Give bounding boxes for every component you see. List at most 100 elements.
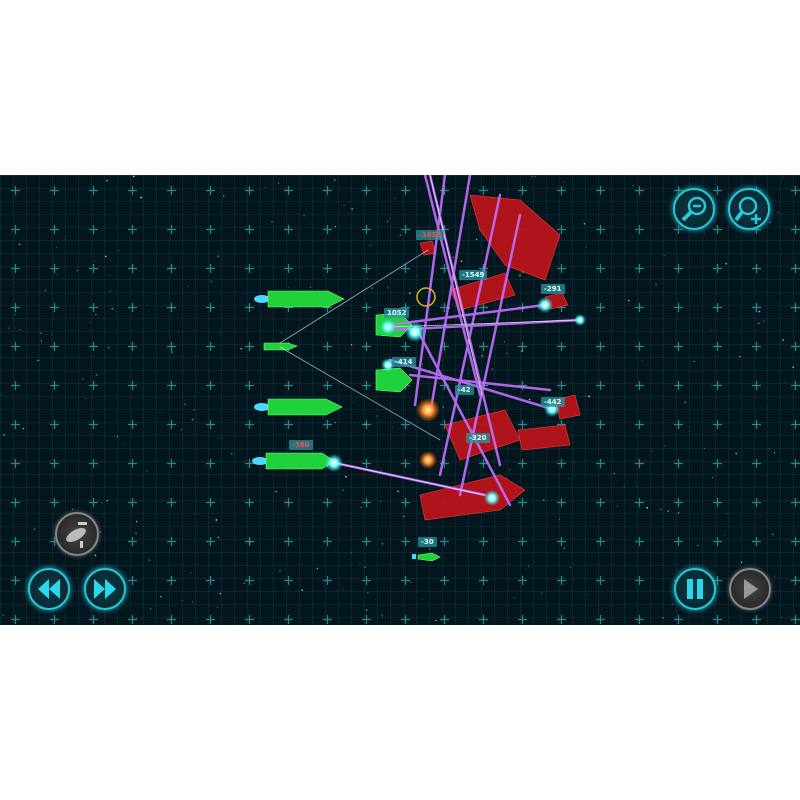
star xyxy=(409,581,412,584)
star xyxy=(220,438,222,439)
play-button[interactable] xyxy=(729,568,771,610)
star xyxy=(94,554,97,557)
star xyxy=(403,515,405,518)
star xyxy=(437,323,438,325)
star xyxy=(758,310,761,313)
star xyxy=(76,269,79,272)
player-fleet xyxy=(252,290,441,562)
star xyxy=(351,208,354,210)
star xyxy=(387,287,389,289)
star xyxy=(769,221,771,223)
star xyxy=(343,204,345,206)
star xyxy=(81,378,84,380)
star xyxy=(397,490,399,493)
star xyxy=(381,614,384,617)
player-scout xyxy=(412,552,441,562)
star xyxy=(641,360,643,361)
star xyxy=(563,181,564,182)
star xyxy=(468,471,470,473)
star xyxy=(198,391,199,393)
star xyxy=(704,448,706,449)
play-icon xyxy=(744,579,758,599)
star xyxy=(739,355,741,358)
star xyxy=(171,351,173,353)
star xyxy=(422,364,423,366)
star xyxy=(784,382,786,384)
zoom-in-button[interactable] xyxy=(728,188,770,230)
star xyxy=(132,175,135,178)
star xyxy=(106,179,108,182)
star xyxy=(316,567,319,570)
star xyxy=(503,341,505,343)
battle-viewport[interactable]: -1050 -1549 -291 1052 -414 -42 -442 -320… xyxy=(0,175,800,625)
fleet-select-button[interactable] xyxy=(55,512,99,556)
star xyxy=(650,450,653,453)
star xyxy=(422,599,423,600)
star xyxy=(354,421,355,423)
star xyxy=(481,355,484,357)
star xyxy=(534,175,536,177)
star xyxy=(94,260,96,261)
star xyxy=(364,566,366,569)
star xyxy=(573,462,575,464)
star xyxy=(123,443,125,445)
star xyxy=(135,532,137,534)
star xyxy=(202,388,204,389)
laser-beams xyxy=(279,175,586,507)
star xyxy=(301,589,303,591)
star xyxy=(134,191,136,193)
star xyxy=(150,608,152,610)
star xyxy=(275,491,277,493)
star xyxy=(444,429,446,431)
star xyxy=(109,290,111,292)
zoom-out-button[interactable] xyxy=(673,188,715,230)
star xyxy=(394,197,396,199)
star xyxy=(416,275,418,276)
star xyxy=(345,475,347,478)
star xyxy=(655,283,657,286)
fast-forward-button[interactable] xyxy=(84,568,126,610)
pause-button[interactable] xyxy=(674,568,716,610)
star xyxy=(725,262,728,265)
rewind-button[interactable] xyxy=(28,568,70,610)
star xyxy=(0,393,1,395)
star xyxy=(350,551,352,553)
star xyxy=(689,430,691,432)
star xyxy=(727,513,728,515)
star xyxy=(506,352,508,355)
damage-label: -320 xyxy=(466,433,490,443)
star xyxy=(763,320,765,322)
star xyxy=(219,592,222,595)
star xyxy=(50,334,52,336)
star xyxy=(583,223,586,225)
star xyxy=(213,605,214,606)
star xyxy=(360,507,362,508)
star xyxy=(278,182,279,184)
star xyxy=(487,347,489,349)
star xyxy=(468,373,469,374)
damage-label: -442 xyxy=(541,397,565,407)
star xyxy=(386,221,389,223)
star xyxy=(759,175,761,177)
zoom-out-icon xyxy=(681,196,707,222)
star xyxy=(95,314,97,316)
star xyxy=(210,280,212,283)
star xyxy=(735,452,737,455)
star xyxy=(724,534,726,536)
star xyxy=(95,374,98,376)
star xyxy=(711,383,713,385)
star xyxy=(509,469,511,471)
star xyxy=(334,421,337,424)
star xyxy=(559,518,561,520)
star xyxy=(528,398,531,401)
star xyxy=(215,519,218,521)
star xyxy=(369,244,371,247)
star xyxy=(399,234,402,237)
star xyxy=(160,596,162,598)
star xyxy=(523,178,524,179)
rewind-icon xyxy=(38,579,60,599)
star xyxy=(779,254,781,256)
star xyxy=(191,418,194,421)
star xyxy=(628,299,630,302)
star xyxy=(99,531,101,533)
